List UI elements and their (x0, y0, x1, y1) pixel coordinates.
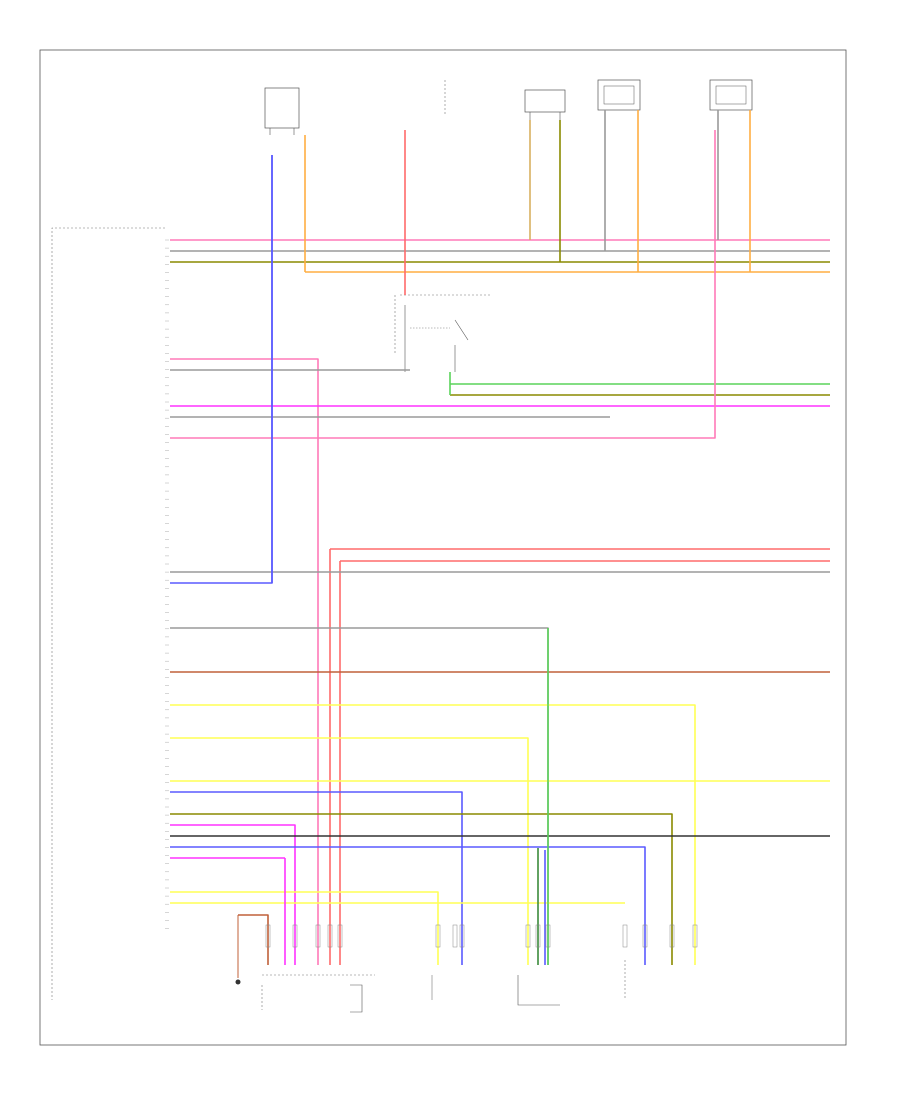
connector-pin (435, 924, 441, 948)
wire-yellow (170, 704, 696, 965)
component-sensor-2 (524, 89, 566, 120)
connector-pin (525, 924, 531, 948)
ecm-pin-numbers (165, 239, 169, 929)
component-fuel-pressure-sensor (517, 975, 560, 1006)
component-fuel-pump-module (235, 915, 375, 1013)
bottom-components (235, 915, 626, 1013)
component-sensor-1 (264, 87, 300, 135)
wire-blue (170, 791, 463, 965)
wire-blue (170, 155, 273, 584)
connector-pin (292, 924, 298, 948)
connector-pin (265, 924, 271, 948)
wire-pink (170, 130, 716, 439)
wire-brown (238, 914, 269, 965)
wire-olive (170, 813, 673, 965)
ecm-module (51, 227, 169, 1000)
wires (170, 110, 830, 965)
component-sensor-3 (597, 79, 641, 111)
connector-pin (535, 924, 541, 948)
wire-blue (170, 846, 646, 965)
wire-pink (170, 358, 319, 965)
connector-pin (337, 924, 343, 948)
diagram-frame (39, 49, 847, 1046)
connector-pin (669, 924, 675, 948)
wire-magenta (170, 824, 296, 965)
connector-pin (459, 924, 465, 948)
wire-yellow (170, 737, 529, 965)
connector-pin (692, 924, 698, 948)
connector-pin (545, 924, 551, 948)
connector-pin (642, 924, 648, 948)
connector-pin (452, 924, 458, 948)
top-components (264, 79, 753, 372)
connector-pin (315, 924, 321, 948)
wire-yellow (170, 891, 439, 965)
connector-pin (622, 924, 628, 948)
component-sensor-4 (709, 79, 753, 111)
wire-gray (170, 627, 549, 965)
relay-switch (394, 294, 490, 372)
connector-pin (327, 924, 333, 948)
